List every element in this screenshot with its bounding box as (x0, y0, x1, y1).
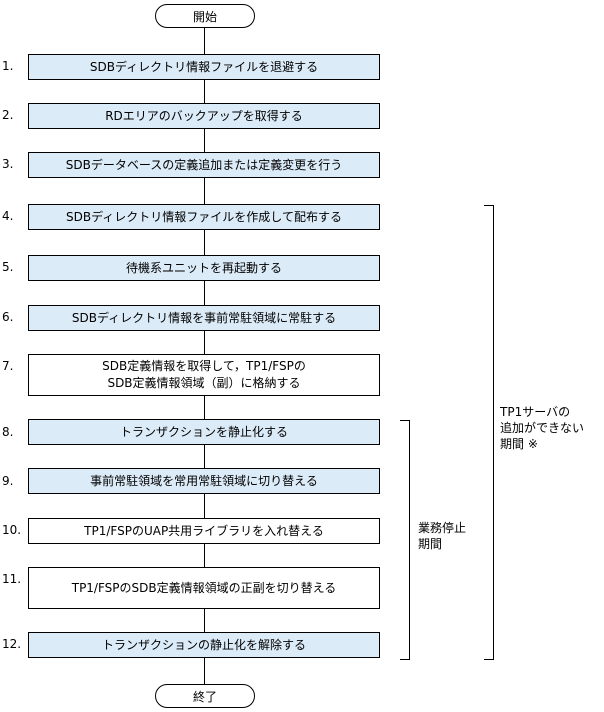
tp1-server-label: TP1サーバの 追加ができない 期間 ※ (500, 405, 585, 451)
step-box: SDB定義情報を取得して，TP1/FSPの SDB定義情報領域（副）に格納する (28, 354, 380, 396)
step-box: 事前常駐領域を常用常駐領域に切り替える (28, 468, 380, 494)
step-box: TP1/FSPのSDB定義情報領域の正副を切り替える (28, 567, 380, 609)
step-number: 7. (2, 359, 14, 373)
step-box: SDBデータベースの定義追加または定義変更を行う (28, 152, 380, 178)
step-number: 9. (2, 474, 14, 488)
step-box: トランザクションを静止化する (28, 419, 380, 445)
step-text: 待機系ユニットを再起動する (125, 260, 282, 275)
step-number: 10. (2, 523, 22, 537)
step-box: SDBディレクトリ情報ファイルを作成して配布する (28, 204, 380, 230)
tp1-server-bracket (484, 205, 494, 660)
start-terminal: 開始 (155, 4, 255, 28)
end-terminal: 終了 (155, 684, 255, 708)
step-box: RDエリアのバックアップを取得する (28, 103, 380, 129)
start-label: 開始 (192, 9, 217, 24)
step-text: RDエリアのバックアップを取得する (105, 108, 303, 123)
step-text: トランザクションを静止化する (119, 424, 288, 439)
step-text: SDBディレクトリ情報を事前常駐領域に常駐する (71, 310, 337, 325)
step-box: SDBディレクトリ情報ファイルを退避する (28, 54, 380, 80)
end-label: 終了 (192, 689, 217, 704)
business-stop-label: 業務停止 期間 (418, 521, 467, 551)
step-text: SDBデータベースの定義追加または定義変更を行う (65, 157, 343, 172)
step-box: SDBディレクトリ情報を事前常駐領域に常駐する (28, 305, 380, 331)
step-text: 事前常駐領域を常用常駐領域に切り替える (90, 473, 318, 488)
step-text: SDB定義情報を取得して，TP1/FSPの SDB定義情報領域（副）に格納する (102, 359, 306, 390)
step-box: トランザクションの静止化を解除する (28, 632, 380, 658)
step-text: SDBディレクトリ情報ファイルを作成して配布する (66, 209, 342, 224)
step-number: 5. (2, 260, 14, 274)
step-number: 12. (2, 637, 22, 651)
step-number: 1. (2, 59, 14, 73)
step-number: 11. (2, 572, 22, 586)
step-box: 待機系ユニットを再起動する (28, 255, 380, 281)
step-text: TP1/FSPのUAP共用ライブラリを入れ替える (84, 523, 324, 538)
step-box: TP1/FSPのUAP共用ライブラリを入れ替える (28, 518, 380, 544)
step-number: 2. (2, 108, 14, 122)
step-number: 3. (2, 157, 14, 171)
step-text: TP1/FSPのSDB定義情報領域の正副を切り替える (71, 580, 337, 595)
step-number: 8. (2, 425, 14, 439)
business-stop-bracket (400, 420, 410, 660)
step-number: 6. (2, 310, 14, 324)
step-number: 4. (2, 209, 14, 223)
step-text: SDBディレクトリ情報ファイルを退避する (89, 59, 319, 74)
step-text: トランザクションの静止化を解除する (101, 637, 306, 652)
